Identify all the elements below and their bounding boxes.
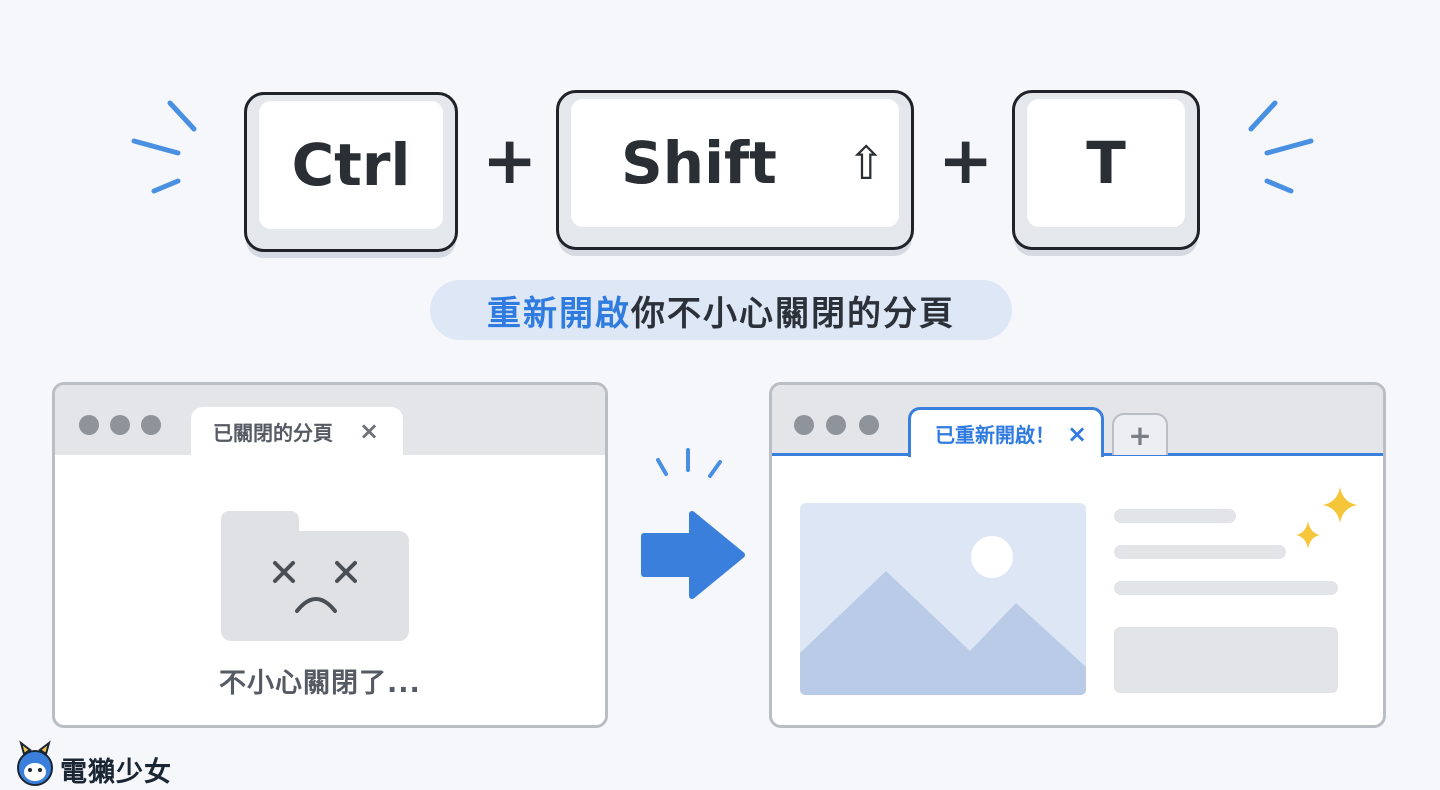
close-icon[interactable]: × [359, 417, 380, 445]
window-dot [794, 415, 814, 435]
block-placeholder [1114, 627, 1338, 693]
shift-arrow-icon: ⇧ [846, 136, 886, 190]
closed-browser-window: 已關閉的分頁 × 不小心關閉了... [52, 382, 608, 728]
reopened-tab-label: 已重新開啟！ [935, 423, 1055, 447]
text-line-placeholder [1114, 545, 1286, 559]
shift-key-label: Shift [621, 129, 777, 197]
mascot-logo-icon [17, 740, 53, 786]
window-dot [110, 415, 130, 435]
brand-name: 電獺少女 [60, 757, 172, 788]
plus-sign-1: + [482, 122, 538, 199]
sparkle-icon [1296, 487, 1358, 549]
window-dot [79, 415, 99, 435]
left-burst-icon [131, 100, 197, 194]
window-dot [826, 415, 846, 435]
right-burst-icon [1248, 100, 1314, 194]
reopened-tab[interactable]: 已重新開啟！ × [908, 407, 1104, 457]
window-dot [141, 415, 161, 435]
new-tab-button[interactable]: + [1112, 413, 1168, 455]
plus-icon: + [1128, 418, 1152, 452]
motion-lines-icon [656, 448, 722, 478]
caption-highlight: 重新開啟 [487, 293, 631, 334]
ctrl-key-label: Ctrl [259, 101, 443, 229]
plus-sign-2: + [938, 122, 994, 199]
t-key-label: T [1027, 99, 1185, 227]
caption-banner: 重新開啟你不小心關閉的分頁 [430, 280, 1012, 340]
image-placeholder-icon [800, 503, 1086, 695]
close-icon[interactable]: × [1067, 419, 1088, 448]
reopened-browser-window: 已重新開啟！ × + [769, 382, 1386, 728]
shift-key: Shift ⇧ [556, 90, 914, 250]
t-key: T [1012, 90, 1200, 250]
closed-tab-label: 已關閉的分頁 [213, 420, 333, 445]
text-line-placeholder [1114, 581, 1338, 595]
closed-message: 不小心關閉了... [219, 668, 421, 699]
right-arrow-icon [641, 511, 745, 599]
window-dot [859, 415, 879, 435]
ctrl-key: Ctrl [244, 92, 458, 252]
sad-folder-icon [221, 531, 409, 641]
sad-face-icon [273, 561, 357, 613]
closed-tab[interactable]: 已關閉的分頁 × [191, 407, 403, 455]
caption-text: 你不小心關閉的分頁 [631, 293, 955, 334]
text-line-placeholder [1114, 509, 1236, 523]
